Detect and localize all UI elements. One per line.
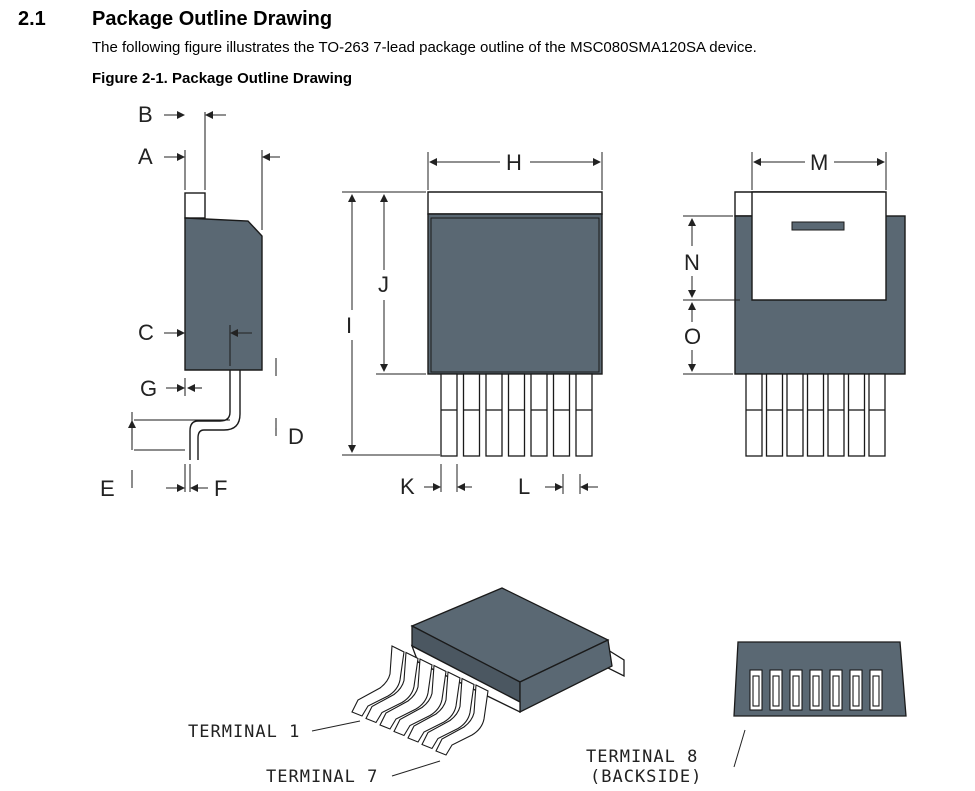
lead-pin	[552, 373, 571, 457]
dim-label-m: M	[810, 150, 828, 175]
dim-label-b: B	[138, 102, 153, 127]
lead-pin	[485, 373, 503, 457]
dim-label-e: E	[100, 476, 115, 501]
lead-pin	[440, 373, 458, 457]
lead-pin	[765, 373, 784, 457]
front-view-leads	[440, 373, 593, 457]
back-view	[734, 191, 906, 375]
dim-label-f: F	[214, 476, 227, 501]
lead-pin	[530, 373, 548, 457]
terminal-8-label: TERMINAL 8	[586, 747, 698, 767]
dim-label-a: A	[138, 144, 153, 169]
dim-label-l: L	[518, 474, 530, 499]
backside-leads	[749, 669, 883, 711]
lead-pin-inner	[772, 675, 780, 707]
lead-pin	[745, 373, 763, 457]
intro-paragraph: The following figure illustrates the TO-…	[92, 39, 757, 56]
terminal-7-label: TERMINAL 7	[266, 767, 378, 787]
lead-pin	[407, 671, 461, 743]
lead-pin-inner	[752, 675, 760, 707]
back-view-leads	[745, 373, 886, 457]
lead-pin	[393, 664, 447, 737]
section-number: 2.1	[18, 8, 46, 30]
lead-pin	[462, 373, 481, 457]
lead-pin-inner	[832, 675, 840, 707]
dim-label-k: K	[400, 474, 415, 499]
dim-label-j: J	[378, 272, 389, 297]
lead-pin	[868, 373, 886, 457]
lead-pin-inner	[872, 675, 880, 707]
dim-label-i: I	[346, 313, 352, 338]
lead-pin	[351, 645, 405, 717]
figure-caption: Figure 2-1. Package Outline Drawing	[92, 70, 353, 87]
lead-pin	[421, 677, 475, 750]
dim-label-d: D	[288, 424, 304, 449]
lead-pin	[847, 373, 866, 457]
isometric-leads	[351, 645, 489, 756]
lead-pin	[827, 373, 845, 457]
lead-pin	[575, 373, 593, 457]
lead-pin	[435, 684, 489, 756]
dim-label-c: C	[138, 320, 154, 345]
lead-pin	[379, 658, 433, 730]
lead-pin	[806, 373, 825, 457]
lead-pin	[507, 373, 526, 457]
side-view	[131, 112, 277, 492]
lead-pin-inner	[852, 675, 860, 707]
dim-label-o: O	[684, 324, 701, 349]
lead-pin	[786, 373, 804, 457]
dim-label-g: G	[140, 376, 157, 401]
front-view	[427, 191, 603, 375]
terminal-8-note: (BACKSIDE)	[590, 767, 702, 787]
section-title: Package Outline Drawing	[92, 8, 333, 30]
lead-pin-inner	[812, 675, 820, 707]
lead-pin-inner	[792, 675, 800, 707]
isometric-view	[410, 587, 625, 714]
terminal-1-label: TERMINAL 1	[188, 722, 300, 742]
lead-pin	[365, 651, 419, 724]
dim-label-n: N	[684, 250, 700, 275]
dim-label-h: H	[506, 150, 522, 175]
